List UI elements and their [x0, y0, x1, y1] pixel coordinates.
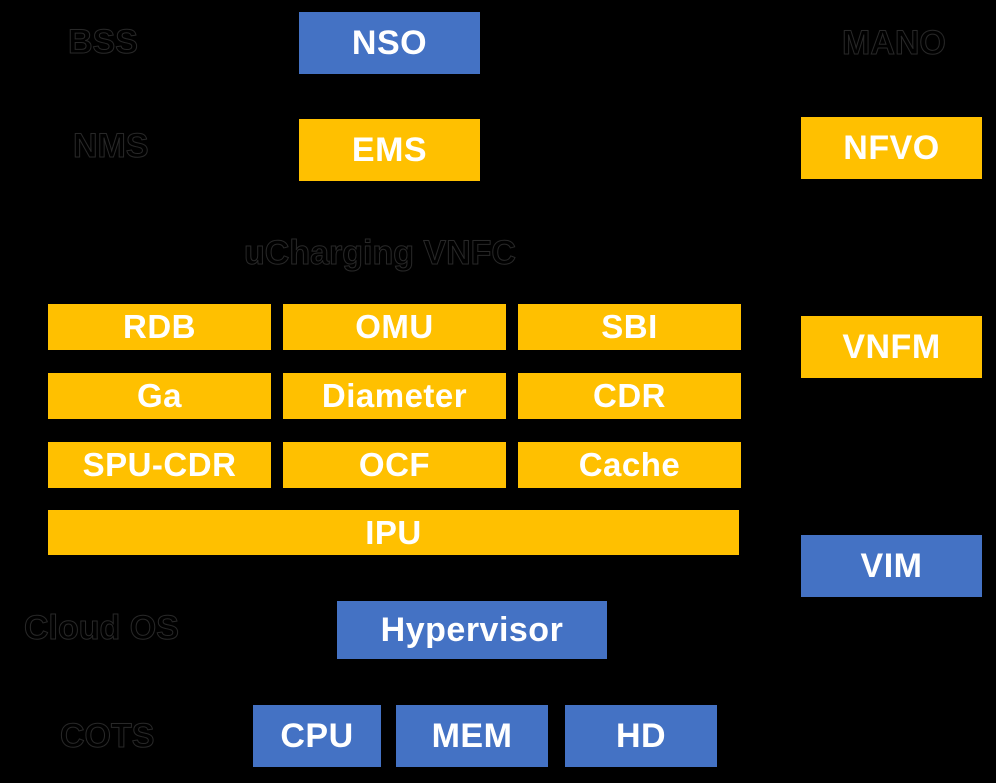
hypervisor-box: Hypervisor [337, 601, 607, 659]
vnfm-box: VNFM [801, 316, 982, 378]
omu-module-box: OMU [283, 304, 506, 350]
nfvo-box: NFVO [801, 117, 982, 179]
diameter-module-box: Diameter [283, 373, 506, 419]
ems-box: EMS [299, 119, 480, 181]
vim-box: VIM [801, 535, 982, 597]
nms-label: NMS [73, 127, 150, 166]
hd-box: HD [565, 705, 717, 767]
nso-box: NSO [299, 12, 480, 74]
ga-module-box: Ga [48, 373, 271, 419]
spu-cdr-module-box: SPU-CDR [48, 442, 271, 488]
bss-label: BSS [68, 23, 139, 62]
cpu-box: CPU [253, 705, 381, 767]
cots-label: COTS [59, 717, 155, 756]
ocf-module-box: OCF [283, 442, 506, 488]
ipu-box: IPU [48, 510, 739, 555]
vnfc-title: uCharging VNFC [244, 234, 517, 273]
cdr-module-box: CDR [518, 373, 741, 419]
vnfc-module-grid: RDB OMU SBI Ga Diameter CDR SPU-CDR OCF … [48, 304, 741, 488]
rdb-module-box: RDB [48, 304, 271, 350]
mem-box: MEM [396, 705, 548, 767]
cloud-os-label: Cloud OS [24, 609, 180, 648]
sbi-module-box: SBI [518, 304, 741, 350]
cache-module-box: Cache [518, 442, 741, 488]
mano-label: MANO [842, 24, 947, 63]
